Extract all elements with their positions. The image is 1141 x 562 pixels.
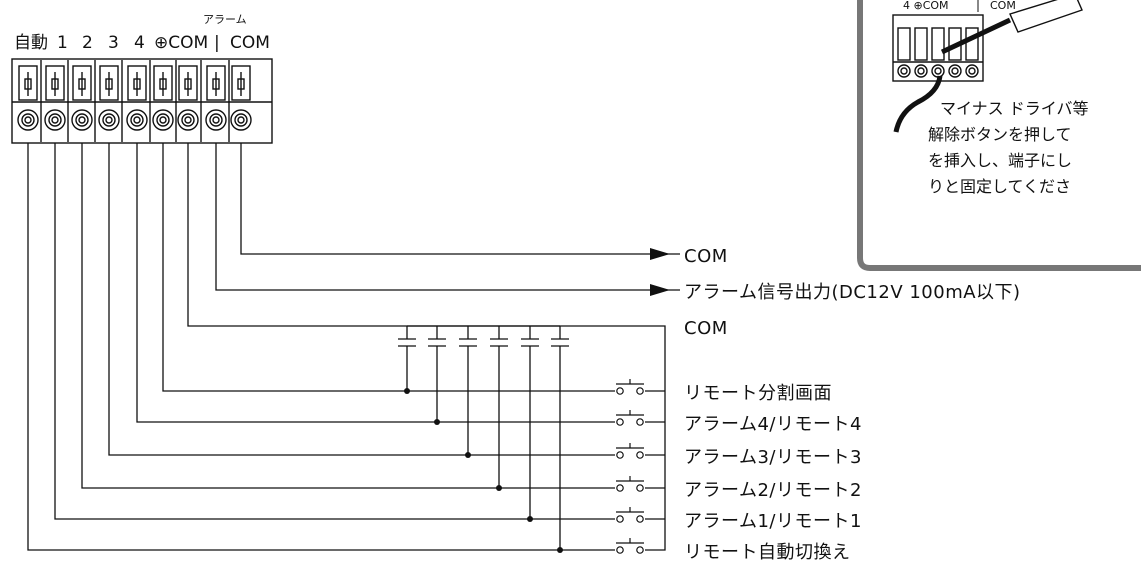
capacitor [459,326,477,455]
inset-terminal-block [892,14,984,82]
push-switch-icon [616,443,644,459]
terminal-cell [126,60,151,142]
terminal-label-1: 1 [57,33,68,53]
terminal-label-3: 3 [108,33,119,53]
terminal-cell [230,65,252,131]
terminal-label-auto: 自動 [14,33,48,53]
screwdriver-icon [940,0,1083,55]
terminal-label-com: COM [230,33,270,53]
junction-dot [404,388,410,394]
inset-terminal-label-b: COM [990,0,1016,12]
terminal-cell [205,60,230,142]
inset-cable [893,75,943,133]
label-alarm3-remote3: アラーム3/リモート3 [684,447,862,468]
push-switch-icon [616,410,644,426]
label-alarm-output: アラーム信号出力(DC12V 100mA以下) [684,282,1021,303]
terminal-block [11,58,273,144]
arrow-alarm-output [650,284,670,296]
inset-terminal-label-a: 4 ⊕COM [903,0,949,12]
label-remote-split: リモート分割画面 [684,383,832,404]
capacitor [551,326,569,550]
junction-dot [465,452,471,458]
label-com-top: COM [684,246,728,267]
label-alarm4-remote4: アラーム4/リモート4 [684,414,862,435]
terminal-label-ground-com: ⊕COM [154,33,208,53]
inset-instruction-line: マイナス ドライバ等 [940,99,1088,118]
capacitor [490,326,508,488]
terminal-cell [98,60,123,142]
push-switch-icon [616,538,644,554]
wires [27,143,680,551]
label-remote-auto: リモート自動切換え [684,542,851,562]
push-switch-icon [616,476,644,492]
capacitor [428,326,446,422]
output-labels: COM アラーム信号出力(DC12V 100mA以下) COM リモート分割画面… [684,246,1021,562]
junction-dot [434,419,440,425]
terminal-label-2: 2 [82,33,93,53]
label-com-common: COM [684,318,728,339]
inset-panel: 4 ⊕COM COM マイナス ドライバ等 解除ボタンを押して [857,0,1141,271]
junction-dot [496,485,502,491]
junction-dot [527,516,533,522]
label-alarm1-remote1: アラーム1/リモート1 [684,511,862,532]
push-switch-icon [616,507,644,523]
switch-bank [616,379,644,554]
inset-instruction-line: りと固定してくださ [928,177,1071,196]
label-alarm2-remote2: アラーム2/リモート2 [684,480,862,501]
junction-dot [557,547,563,553]
inset-instructions: マイナス ドライバ等 解除ボタンを押して を挿入し、端子にし りと固定してくださ [928,99,1088,196]
push-switch-icon [616,379,644,395]
arrow-com [650,248,670,260]
alarm-group-label: アラーム [203,13,247,26]
terminal-cell [152,60,177,142]
capacitor [398,326,416,391]
terminal-cell [177,60,202,142]
terminal-label-4: 4 [134,33,145,53]
inset-instruction-line: を挿入し、端子にし [928,151,1072,170]
terminal-cell [71,60,96,142]
terminal-labels: アラーム 自動 1 2 3 4 ⊕COM | COM [14,13,270,53]
terminal-label-separator: | [214,33,220,53]
capacitor [521,326,539,519]
terminal-cell [44,60,69,142]
inset-instruction-line: 解除ボタンを押して [928,125,1072,144]
output-arrows [650,248,670,296]
terminal-cell [17,60,42,142]
capacitor-bank [398,326,569,553]
